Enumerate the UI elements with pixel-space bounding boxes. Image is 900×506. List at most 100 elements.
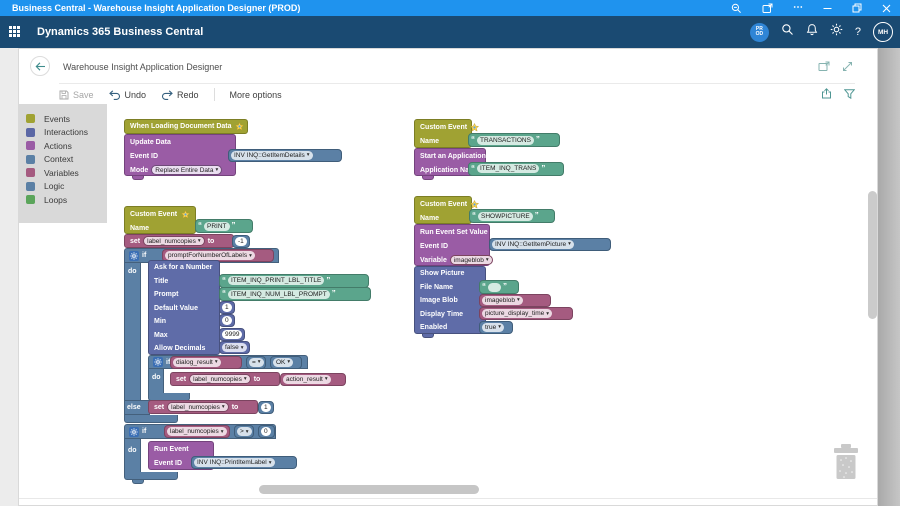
value-block-allow-decimals[interactable]: false <box>219 341 250 354</box>
set-block[interactable]: set label_numcopies to <box>148 400 258 414</box>
mutator-gear-icon[interactable] <box>129 251 139 261</box>
block-when-loading-document-data[interactable]: When Loading Document Data Update Data E… <box>124 119 354 181</box>
share-icon[interactable] <box>821 88 832 101</box>
toolbox-category-context[interactable]: Context <box>19 153 107 167</box>
filter-funnel-icon[interactable] <box>844 89 855 101</box>
variable-dropdown[interactable]: imageblob <box>450 255 493 265</box>
set-block[interactable]: set label_numcopies to <box>170 372 280 386</box>
toolbar-separator <box>214 88 215 101</box>
mode-dropdown[interactable]: Replace Entire Data <box>151 165 222 175</box>
value-block-number[interactable]: 0 <box>258 425 275 438</box>
next-connection-tab <box>422 334 434 338</box>
if-do-spine <box>148 369 164 393</box>
toolbox-category-variables[interactable]: Variables <box>19 166 107 180</box>
value-block-dialog-result[interactable]: dialog_result <box>170 356 242 369</box>
block-toolbox: Events Interactions Actions Context Vari… <box>19 104 107 223</box>
mutator-gear-icon[interactable] <box>129 427 139 437</box>
value-block-name[interactable]: “SHOWPICTURE” <box>469 209 555 223</box>
block-custom-event-showpicture[interactable]: Custom Event Name “SHOWPICTURE” Run Even… <box>414 196 634 346</box>
value-block-enabled[interactable]: true <box>479 321 513 334</box>
blockly-workspace[interactable]: Events Interactions Actions Context Vari… <box>19 104 877 499</box>
toolbox-category-actions[interactable]: Actions <box>19 139 107 153</box>
window-titlebar: Business Central - Warehouse Insight App… <box>0 0 900 16</box>
variable-dropdown[interactable]: label_numcopies <box>143 236 205 246</box>
value-block-display-time[interactable]: picture_display_time <box>479 307 573 320</box>
more-options-button[interactable]: More options <box>230 90 282 100</box>
value-block-title[interactable]: “ITEM_INQ_PRINT_LBL_TITLE” <box>219 274 369 288</box>
value-block-event-id[interactable]: INV INQ::GetItemDetails <box>228 149 342 162</box>
environment-badge[interactable]: PR OD <box>750 23 769 42</box>
product-name[interactable]: Dynamics 365 Business Central <box>37 26 203 38</box>
value-block-name[interactable]: “PRINT” <box>195 219 253 233</box>
variable-dropdown[interactable]: label_numcopies <box>167 402 229 412</box>
block-label: When Loading Document Data <box>130 123 232 130</box>
category-color-chip <box>26 114 35 123</box>
value-block-min[interactable]: 0 <box>219 314 235 327</box>
help-icon[interactable]: ? <box>855 26 861 38</box>
if-keyword: if <box>142 252 146 259</box>
collapse-diagonal-icon[interactable] <box>842 59 853 77</box>
vertical-scrollbar-thumb[interactable] <box>868 191 877 319</box>
category-color-chip <box>26 128 35 137</box>
star-icon[interactable] <box>181 210 190 219</box>
block-custom-event-print[interactable]: Custom Event Name “PRINT” set label_numc… <box>124 206 384 486</box>
notifications-bell-icon[interactable] <box>806 23 818 41</box>
next-connection-tab <box>132 480 144 484</box>
star-icon[interactable] <box>470 200 479 209</box>
zoom-out-icon[interactable] <box>731 3 742 14</box>
value-block-event-id[interactable]: INV INQ::GetItemPicture <box>489 238 611 251</box>
mutator-gear-icon[interactable] <box>153 357 163 367</box>
minimize-icon[interactable] <box>823 4 832 13</box>
value-block-event-id[interactable]: INV INQ::PrintItemLabel <box>191 456 297 469</box>
value-block-application-name[interactable]: “ITEM_INQ_TRANS” <box>468 162 564 176</box>
toolbox-category-interactions[interactable]: Interactions <box>19 126 107 140</box>
category-color-chip <box>26 195 35 204</box>
pop-out-icon[interactable] <box>762 3 773 14</box>
block-custom-event-transactions[interactable]: Custom Event Name “TRANSACTIONS” Start a… <box>414 119 584 181</box>
show-picture-block[interactable]: Show Picture File Name Image Blob Displa… <box>414 266 486 334</box>
toolbox-category-loops[interactable]: Loops <box>19 193 107 207</box>
value-block-name[interactable]: “TRANSACTIONS” <box>468 133 560 147</box>
value-block-operator[interactable]: = <box>246 356 266 369</box>
value-block-max[interactable]: 9999 <box>219 328 245 341</box>
value-block-label-numcopies[interactable]: label_numcopies <box>164 425 230 438</box>
value-block-file-name[interactable]: “” <box>479 280 519 294</box>
variable-dropdown[interactable]: label_numcopies <box>189 374 251 384</box>
waffle-menu-icon[interactable] <box>9 26 20 37</box>
value-block-action-result[interactable]: action_result <box>280 373 346 386</box>
block-label: Event ID <box>130 153 158 160</box>
save-button[interactable]: Save <box>59 90 94 100</box>
close-icon[interactable] <box>882 4 891 13</box>
value-block-ok[interactable]: OK <box>270 356 302 369</box>
toolbox-category-events[interactable]: Events <box>19 112 107 126</box>
block-label: Start an Application <box>420 153 486 160</box>
star-icon[interactable] <box>235 122 244 131</box>
toolbox-category-logic[interactable]: Logic <box>19 180 107 194</box>
value-block-prompt[interactable]: “ITEM_INQ_NUM_LBL_PROMPT” <box>219 287 371 301</box>
trash-can-icon[interactable] <box>831 444 861 485</box>
search-icon[interactable] <box>781 23 794 41</box>
undo-button[interactable]: Undo <box>109 90 147 100</box>
restore-window-icon[interactable] <box>852 3 862 13</box>
value-block-image-blob[interactable]: imageblob <box>479 294 551 307</box>
value-block-operator[interactable]: > <box>234 425 254 438</box>
open-in-window-icon[interactable] <box>818 59 830 77</box>
category-color-chip <box>26 155 35 164</box>
if-do-spine <box>124 439 141 472</box>
category-color-chip <box>26 168 35 177</box>
if-keyword: if <box>142 428 146 435</box>
if-do-spine <box>124 263 141 400</box>
settings-gear-icon[interactable] <box>830 23 843 41</box>
value-block-number[interactable]: 1 <box>258 401 274 414</box>
more-window-options-icon[interactable]: ⋯ <box>793 3 803 13</box>
value-block-number[interactable]: -1 <box>232 235 250 248</box>
value-block-default[interactable]: 1 <box>219 301 235 314</box>
redo-button[interactable]: Redo <box>161 90 199 100</box>
avatar[interactable]: MH <box>873 22 893 42</box>
block-label: Name <box>420 138 439 145</box>
star-icon[interactable] <box>470 123 479 132</box>
block-label: Update Data <box>130 139 171 146</box>
horizontal-scrollbar-thumb[interactable] <box>259 485 479 494</box>
back-button[interactable] <box>30 56 50 76</box>
ask-for-a-number-block[interactable]: Ask for a Number Title Prompt Default Va… <box>148 260 220 355</box>
